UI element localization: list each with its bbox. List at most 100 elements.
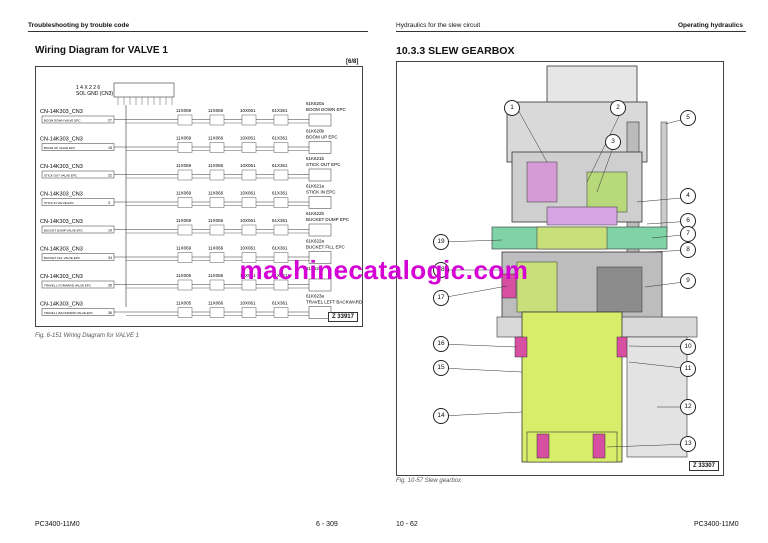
wiring-zref: Z 33917 [327, 312, 358, 322]
top-connector-block [113, 82, 175, 98]
left-footer-model: PC3400-11M0 [35, 521, 80, 528]
row-connector-box [177, 197, 193, 208]
row-epc-name: BUCKET FILL EPC [306, 245, 346, 250]
row-signal-label: STICK IN VALVE EPC [44, 201, 75, 205]
row-connector-label: CN-14K303_CN3 [40, 164, 83, 170]
row-connector-label: CN-14K303_CN3 [40, 302, 83, 308]
row-connector-box [273, 252, 289, 263]
row-connector-label: CN-14K303_CN3 [40, 109, 83, 115]
top-connector-id: 1 4 X 2 2 6 [76, 85, 100, 91]
row-connector-box [273, 307, 289, 318]
row-epc-name: STICK OUT EPC [306, 162, 341, 167]
row-connector-box [209, 142, 225, 153]
row-connector-code: 10X061 [240, 301, 256, 306]
row-pin-number: 19 [108, 228, 112, 232]
row-connector-code: 11X066 [208, 163, 224, 168]
row-connector-box [273, 169, 289, 181]
row-connector-box [177, 224, 193, 236]
row-pin-number: 35 [108, 283, 112, 287]
row-connector-code: 11X005 [176, 273, 192, 278]
row-signal-label: BUCKET DUMP VALVE EPC [44, 228, 84, 232]
gearbox-zref: Z 33307 [688, 461, 719, 471]
row-connector-box [209, 252, 225, 263]
callout-10: 10 [680, 339, 696, 355]
callout-8: 8 [680, 242, 696, 258]
row-signal-label: BOOM DOWN VALVE EPC [44, 118, 81, 122]
row-connector-code: 61X361 [272, 246, 288, 251]
left-figure-caption: Fig. 6-151 Wiring Diagram for VALVE 1 [35, 333, 139, 339]
right-page: Hydraulics for the slew circuit Operatin… [384, 0, 768, 543]
row-epc-id: 61K621b [306, 156, 325, 161]
row-connector-code: 61X361 [272, 301, 288, 306]
row-connector-code: 11X069 [176, 163, 192, 168]
row-connector-box [209, 224, 225, 236]
row-connector-code: 10X061 [240, 246, 256, 251]
row-epc-coil [308, 168, 332, 182]
row-connector-code: 10X061 [240, 218, 256, 223]
callout-16: 16 [433, 336, 449, 352]
left-page: Troubleshooting by trouble code Wiring D… [28, 22, 374, 528]
row-epc-id: 61K622a [306, 239, 325, 244]
right-footer-model: PC3400-11M0 [694, 521, 739, 528]
row-epc-id: 61K620a [306, 101, 325, 106]
left-running-header: Troubleshooting by trouble code [28, 22, 130, 29]
row-connector-code: 10X061 [240, 163, 256, 168]
right-footer-page: 10 - 62 [396, 521, 418, 528]
top-connector-label: SOL GND (CN3) [76, 91, 113, 97]
right-header-rule [396, 31, 746, 32]
row-connector-code: 10X061 [240, 136, 256, 141]
row-connector-code: 10X061 [240, 191, 256, 196]
callout-1: 1 [504, 100, 520, 116]
row-signal-label: TRAVEL L FORWARD VALVE EPC [44, 283, 92, 287]
callout-17: 17 [433, 290, 449, 306]
row-connector-box [209, 279, 225, 291]
row-connector-code: 11X069 [176, 191, 192, 196]
row-pin-number: 34 [108, 256, 112, 260]
watermark: machinecatalogic.com [239, 255, 529, 285]
row-connector-code: 11X066 [208, 301, 224, 306]
right-section-title: 10.3.3 SLEW GEARBOX [396, 45, 515, 57]
row-connector-code: 10X061 [240, 108, 256, 113]
row-pin-number: 3 [108, 201, 110, 205]
row-connector-code: 11X069 [176, 136, 192, 141]
row-connector-label: CN-14K303_CN3 [40, 219, 83, 225]
row-epc-id: 61K622b [306, 211, 325, 216]
row-connector-code: 61X361 [272, 191, 288, 196]
row-pin-number: 27 [108, 118, 112, 122]
row-connector-code: 11X066 [208, 246, 224, 251]
row-connector-code: 61X361 [272, 273, 288, 278]
row-epc-coil [308, 278, 332, 292]
row-connector-label: CN-14K303_CN3 [40, 247, 83, 253]
callout-11: 11 [680, 361, 696, 377]
row-connector-box [209, 197, 225, 208]
row-connector-code: 11X066 [208, 218, 224, 223]
row-connector-code: 61X361 [272, 136, 288, 141]
row-signal-label: STICK OUT VALVE EPC [44, 173, 78, 177]
row-epc-name: BOOM UP EPC [306, 135, 338, 140]
row-connector-box [177, 114, 193, 126]
row-epc-coil [308, 113, 332, 127]
row-connector-box [241, 114, 257, 126]
callout-3: 3 [605, 134, 621, 150]
row-connector-box [177, 279, 193, 291]
row-connector-label: CN-14K303_CN3 [40, 137, 83, 143]
row-connector-box [241, 197, 257, 208]
row-epc-coil [308, 251, 332, 264]
row-connector-code: 61X361 [272, 108, 288, 113]
row-epc-coil [308, 223, 332, 237]
row-pin-number: 22 [108, 173, 112, 177]
row-connector-box [273, 197, 289, 208]
row-connector-box [273, 224, 289, 236]
row-epc-name: STICK IN EPC [306, 190, 336, 195]
row-connector-box [209, 169, 225, 181]
row-connector-code: 61X361 [272, 163, 288, 168]
row-connector-box [177, 169, 193, 181]
row-connector-code: 11X066 [208, 191, 224, 196]
slew-gearbox-figure: Z 33307 [396, 61, 724, 476]
row-pin-number: 18 [108, 146, 112, 150]
row-connector-code: 11X069 [176, 246, 192, 251]
callout-5: 5 [680, 110, 696, 126]
right-figure-caption: Fig. 10-57 Slew gearbox [396, 478, 462, 484]
callout-2: 2 [610, 100, 626, 116]
